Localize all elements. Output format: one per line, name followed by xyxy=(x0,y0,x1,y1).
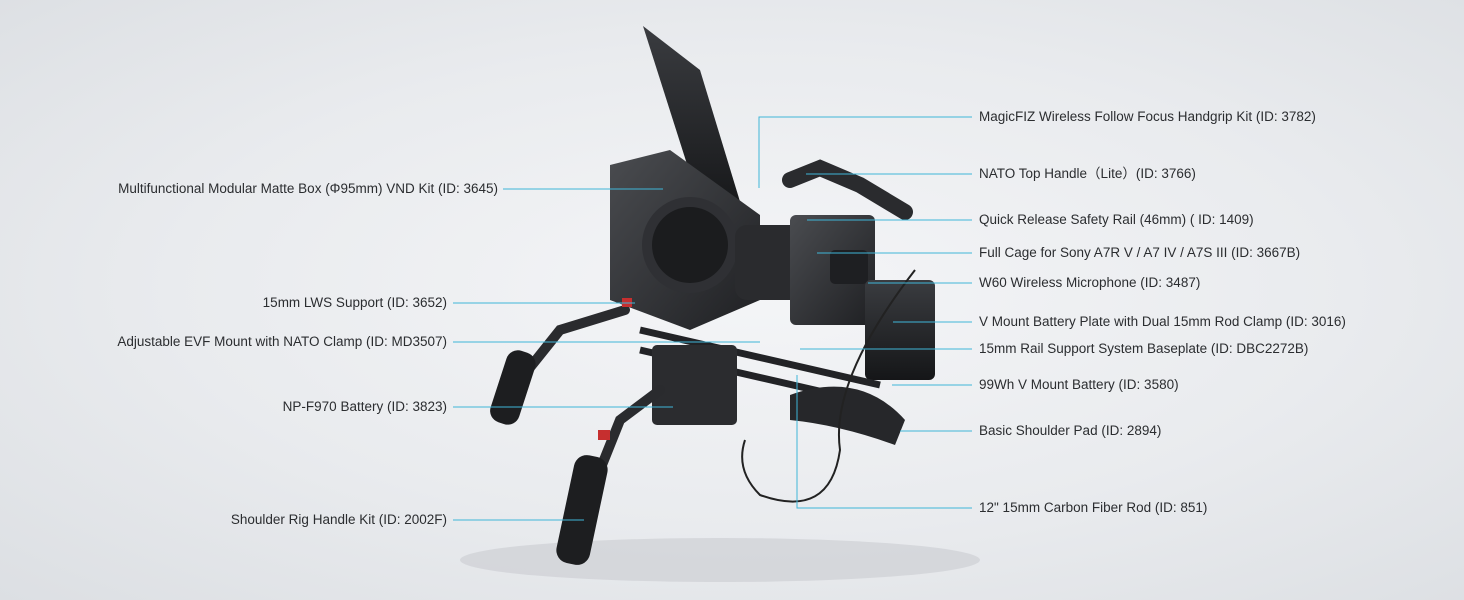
label-lws-support: 15mm LWS Support (ID: 3652) xyxy=(262,295,447,310)
label-full-cage: Full Cage for Sony A7R V / A7 IV / A7S I… xyxy=(979,245,1301,260)
label-matte-box: Multifunctional Modular Matte Box (Φ95mm… xyxy=(118,181,498,196)
label-baseplate: 15mm Rail Support System Baseplate (ID: … xyxy=(979,341,1309,356)
label-handle-kit: Shoulder Rig Handle Kit (ID: 2002F) xyxy=(230,512,447,527)
label-carbon-rod: 12" 15mm Carbon Fiber Rod (ID: 851) xyxy=(979,500,1208,515)
label-vmount-battery: 99Wh V Mount Battery (ID: 3580) xyxy=(979,377,1179,392)
label-safety-rail: Quick Release Safety Rail (46mm) ( ID: 1… xyxy=(979,212,1254,227)
label-shoulder-pad: Basic Shoulder Pad (ID: 2894) xyxy=(979,423,1162,438)
label-magicfiz: MagicFIZ Wireless Follow Focus Handgrip … xyxy=(979,109,1316,124)
label-evf-mount: Adjustable EVF Mount with NATO Clamp (ID… xyxy=(117,334,447,349)
label-vmount-plate: V Mount Battery Plate with Dual 15mm Rod… xyxy=(979,314,1346,329)
label-nato-handle: NATO Top Handle（Lite）(ID: 3766) xyxy=(979,166,1196,181)
label-w60-mic: W60 Wireless Microphone (ID: 3487) xyxy=(979,275,1201,290)
label-np-f970: NP-F970 Battery (ID: 3823) xyxy=(282,399,447,414)
